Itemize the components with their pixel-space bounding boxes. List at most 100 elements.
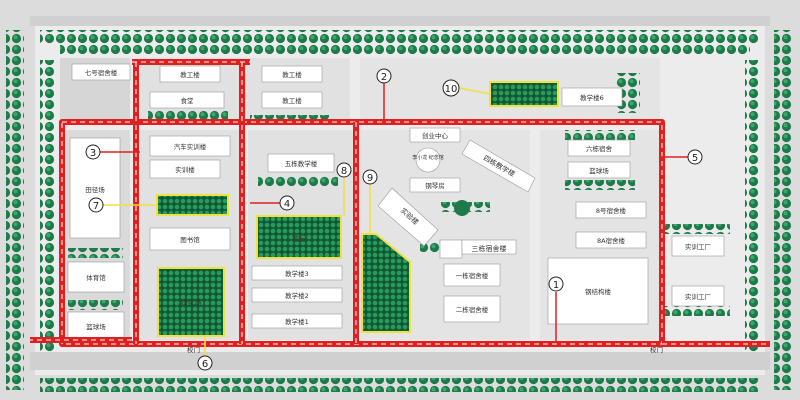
building-teach-top3[interactable]: 教工楼 (261, 91, 323, 109)
green-field-label: 绿化场 (181, 298, 202, 307)
tree-strip (565, 130, 635, 140)
building-dorm8[interactable]: 8号宿舍楼 (575, 201, 647, 219)
green-field-10[interactable] (489, 81, 559, 107)
building-dorm1[interactable]: 一栋宿舍楼 (443, 263, 501, 287)
marker-9[interactable]: 9 (362, 169, 378, 185)
building-five[interactable]: 五栋教学楼 (267, 153, 335, 173)
marker-6-label: 6 (202, 359, 208, 370)
building-rect[interactable]: 钢琴房 (409, 177, 461, 193)
building-dorm2[interactable]: 二栋宿舍楼 (443, 295, 501, 323)
marker-4-label: 4 (284, 199, 290, 210)
building-basketball[interactable]: 篮球场 (67, 311, 125, 341)
building-teach-top1[interactable]: 教工楼 (159, 65, 221, 83)
building-factory1[interactable]: 实训工厂 (671, 235, 725, 257)
tree-belt-right-inner (745, 60, 759, 360)
dorm3-label: 三栋宿舍楼 (472, 244, 507, 253)
building-factory2[interactable]: 实训工厂 (671, 285, 725, 307)
marker-7[interactable]: 7 (88, 197, 104, 213)
building-office[interactable] (439, 239, 463, 259)
auto-training-label: 汽车实训楼 (174, 142, 207, 151)
innovation-label: 创业中心 (422, 131, 449, 140)
tree-strip (565, 180, 635, 190)
statue-label: 李小龙 纪念馆 (412, 154, 444, 161)
building-gym[interactable]: 体育馆 (67, 261, 125, 293)
marker-2[interactable]: 2 (376, 68, 392, 84)
dorm1-label: 一栋宿舍楼 (456, 271, 489, 280)
gate-left-label: 校门 (187, 345, 200, 354)
green-field-6[interactable]: 绿化场 (157, 267, 225, 337)
building-library[interactable]: 图书馆 (149, 227, 231, 251)
canteen-label: 食堂 (181, 96, 195, 105)
building-innovation[interactable]: 创业中心 (409, 127, 461, 143)
steel-label: 钢结构楼 (585, 287, 612, 296)
marker-9-label: 9 (367, 173, 373, 184)
building-dorm8a[interactable]: 8A宿舍楼 (575, 231, 647, 249)
marker-5[interactable]: 5 (687, 149, 703, 165)
marker-5-label: 5 (692, 153, 698, 164)
marker-1[interactable]: 1 (548, 276, 564, 292)
marker-3-label: 3 (90, 148, 96, 159)
marker-4[interactable]: 4 (279, 195, 295, 211)
building-statue[interactable]: 李小龙 纪念馆 (412, 147, 444, 173)
building-six[interactable]: 六栋宿舍 (567, 139, 631, 157)
marker-3[interactable]: 3 (85, 144, 101, 160)
dorm8-label: 8号宿舍楼 (596, 206, 627, 215)
building-steel[interactable]: 钢结构楼 (547, 257, 649, 325)
marker-leaders (100, 80, 688, 356)
teach6-label: 教学楼6 (580, 93, 604, 102)
building-training[interactable]: 实训楼 (149, 159, 221, 179)
building-field[interactable]: 田径场 (69, 137, 121, 239)
teach-top3-label: 教工楼 (282, 96, 302, 105)
dorm7-label: 七号宿舍楼 (85, 68, 118, 77)
garden-label: 花坛 (292, 234, 306, 243)
t2-label: 教学楼2 (285, 291, 309, 300)
teach-top2-label: 教工楼 (282, 70, 302, 79)
gate-right-label: 校门 (650, 345, 663, 354)
dorm2-label: 二栋宿舍楼 (456, 305, 489, 314)
marker-2-label: 2 (381, 72, 387, 83)
building-t3[interactable]: 教学楼3 (251, 265, 343, 281)
tree-belt-right (774, 30, 792, 390)
building-teach-top2[interactable]: 教工楼 (261, 65, 323, 83)
training-label: 实训楼 (175, 165, 195, 174)
tree-strip (660, 306, 730, 316)
building-dorm3[interactable]: 三栋宿舍楼 (461, 239, 517, 255)
tree-belt-left (6, 30, 24, 390)
building-teach6[interactable]: 教学楼6 (561, 87, 623, 107)
marker-8[interactable]: 8 (336, 162, 352, 178)
tree-row-top-inner (60, 44, 750, 54)
t1-label: 教学楼1 (285, 317, 309, 326)
field-label: 田径场 (85, 185, 105, 194)
tree-belt-left-inner (40, 60, 54, 360)
building-t1[interactable]: 教学楼1 (251, 313, 343, 329)
marker-6[interactable]: 6 (197, 355, 213, 371)
outer-road-top (30, 16, 770, 26)
dorm8a-label: 8A宿舍楼 (597, 236, 626, 245)
five-building-label: 五栋教学楼 (285, 159, 318, 168)
tree-strip (68, 300, 123, 310)
marker-1-label: 1 (553, 280, 559, 291)
garden-8[interactable]: 花坛 (256, 215, 342, 259)
building-canteen[interactable]: 食堂 (149, 91, 225, 109)
tree-strip (68, 248, 123, 258)
building-lab[interactable]: 实验楼 (377, 187, 439, 247)
library-label: 图书馆 (180, 235, 200, 244)
rect-building-label: 钢琴房 (425, 181, 445, 190)
building-volleyball[interactable]: 篮球场 (567, 161, 631, 179)
building-dorm7[interactable]: 七号宿舍楼 (71, 63, 131, 81)
marker-10[interactable]: 10 (442, 79, 460, 97)
basketball-label: 篮球场 (86, 322, 106, 331)
marker-7-label: 7 (93, 201, 99, 212)
outer-road-bottom (30, 352, 770, 370)
marker-8-label: 8 (341, 166, 347, 177)
building-t2[interactable]: 教学楼2 (251, 287, 343, 303)
tree-belt-bottom (40, 378, 760, 392)
green-field-7[interactable] (156, 194, 229, 216)
factory2-label: 实训工厂 (685, 292, 712, 301)
t3-label: 教学楼3 (285, 269, 309, 278)
green-area-9[interactable] (361, 233, 411, 333)
fountain-icon (454, 200, 470, 216)
building-auto-training[interactable]: 汽车实训楼 (149, 135, 231, 157)
gym-label: 体育馆 (86, 273, 106, 282)
